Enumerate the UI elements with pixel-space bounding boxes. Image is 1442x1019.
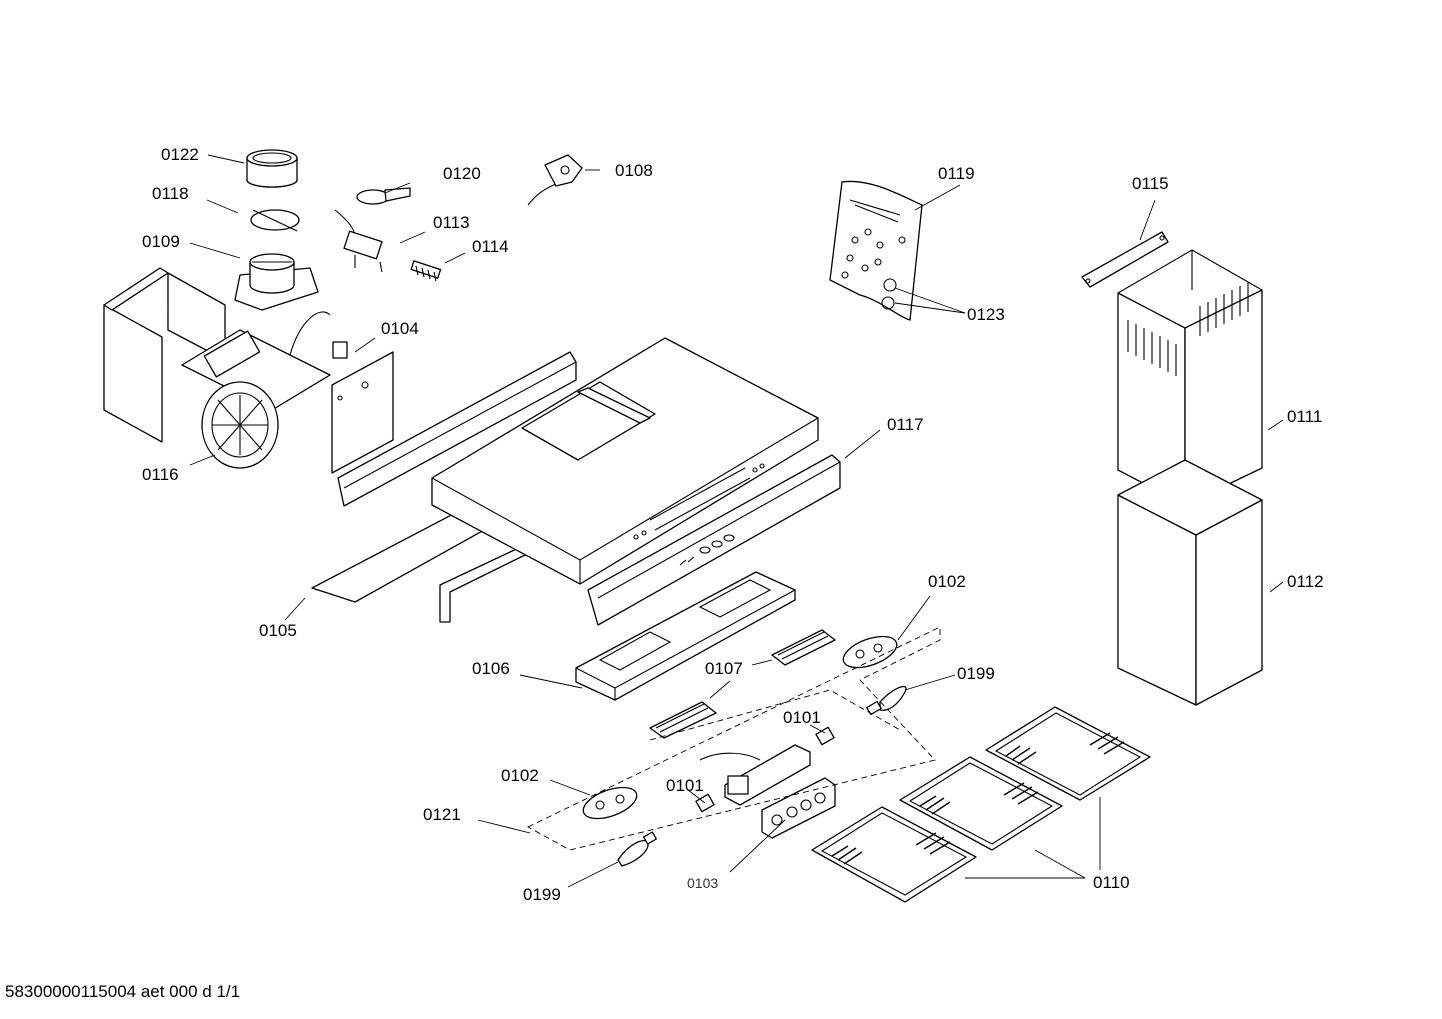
cable-clip-part — [356, 187, 411, 205]
screw-bag-part — [829, 180, 923, 321]
part-label-0111: 0111 — [1287, 407, 1323, 426]
part-label-0114: 0114 — [472, 237, 509, 256]
mounting-rail-part — [337, 351, 577, 507]
part-label-0199-lower: 0199 — [523, 885, 561, 904]
part-label-0107: 0107 — [705, 659, 743, 678]
duct-collar-part — [246, 149, 298, 188]
part-label-0115: 0115 — [1132, 174, 1169, 193]
part-label-0112: 0112 — [1287, 572, 1324, 591]
lamp-holder-part — [582, 635, 898, 820]
part-label-0199-upper: 0199 — [957, 664, 995, 683]
part-label-0120: 0120 — [443, 164, 481, 183]
grease-filter-part — [811, 706, 1151, 903]
light-tray-part — [575, 571, 796, 701]
power-plug-part — [527, 154, 583, 206]
part-label-0116: 0116 — [142, 465, 179, 484]
damper-flap-part — [250, 209, 300, 232]
document-footer-code: 58300000115004 aet 000 d 1/1 — [5, 982, 241, 1001]
part-label-0113: 0113 — [433, 213, 470, 232]
light-diffuser-part — [649, 629, 836, 739]
part-label-0101-upper: 0101 — [783, 708, 821, 727]
part-label-0117: 0117 — [887, 415, 924, 434]
part-label-0108: 0108 — [615, 161, 653, 180]
motor-plate-part — [331, 341, 394, 474]
front-panel-part — [587, 454, 841, 626]
part-label-0109: 0109 — [142, 232, 180, 251]
control-unit-part — [699, 744, 811, 806]
part-label-0104: 0104 — [381, 319, 419, 338]
part-label-0122: 0122 — [161, 145, 199, 164]
leader-lines — [189, 154, 1284, 888]
part-label-0106: 0106 — [472, 659, 510, 678]
part-label-0102-upper: 0102 — [928, 572, 966, 591]
terminal-block-part — [410, 260, 442, 282]
part-label-0123: 0123 — [967, 305, 1005, 324]
outlet-adapter-part — [234, 253, 319, 311]
light-bulb-part — [617, 685, 907, 867]
upper-chimney-part — [1117, 249, 1263, 506]
part-label-0103: 0103 — [687, 875, 719, 891]
chimney-bracket-part — [1081, 231, 1169, 288]
switch-part — [334, 209, 383, 273]
part-label-0110: 0110 — [1093, 873, 1130, 892]
hood-body-part — [431, 337, 819, 585]
switch-panel-part — [761, 777, 836, 839]
part-label-0105: 0105 — [259, 621, 297, 640]
part-label-0118: 0118 — [152, 184, 189, 203]
part-label-0119: 0119 — [938, 164, 975, 183]
part-label-0121: 0121 — [423, 805, 461, 824]
part-label-0102-lower: 0102 — [501, 766, 539, 785]
part-label-0101-lower: 0101 — [666, 776, 704, 795]
blower-housing-part — [103, 267, 331, 469]
lower-chimney-part — [1117, 459, 1263, 706]
